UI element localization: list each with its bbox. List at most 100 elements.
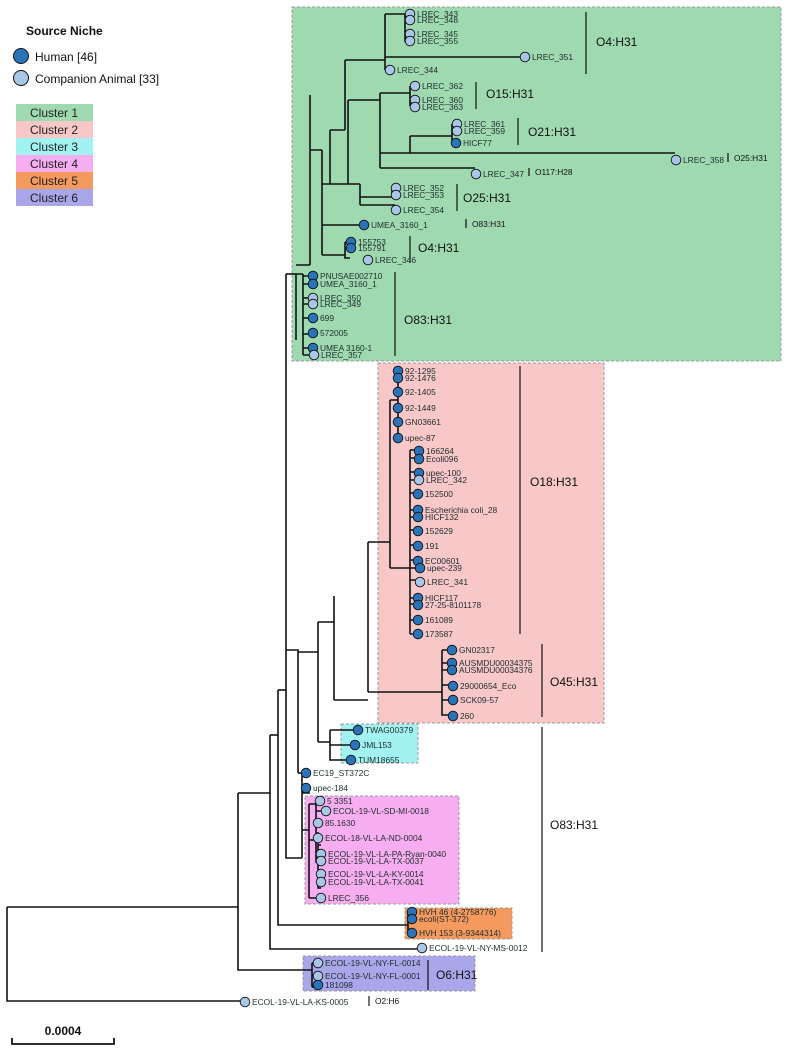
leaf-node-marker	[300, 782, 312, 794]
cluster-legend-swatch	[16, 121, 93, 138]
leaf-node-marker	[315, 855, 327, 867]
serotype-label: O83:H31	[404, 313, 452, 327]
serotype-label: O15:H31	[486, 87, 534, 101]
leaf-label: ECOL-19-VL-NY-FL-0001	[325, 971, 421, 981]
leaf-label: HVH 46 (4-2758776)	[419, 907, 496, 917]
leaf-node-marker	[413, 474, 425, 486]
leaf-node-marker	[384, 64, 396, 76]
leaf-node-marker	[315, 892, 327, 904]
leaf-label: LREC_354	[403, 205, 444, 215]
serotype-label: O83:H31	[550, 818, 598, 832]
leaf-label: upec-87	[405, 433, 436, 443]
leaf-label: UMEA_3160_1	[371, 220, 428, 230]
leaf-label: UMEA_3160_1	[320, 279, 377, 289]
leaf-node-marker	[416, 942, 428, 954]
leaf-label: 161089	[425, 615, 453, 625]
leaf-node-marker	[670, 154, 682, 166]
leaf-label: EC19_ST372C	[313, 768, 369, 778]
leaf-node-marker	[352, 724, 364, 736]
leaf-label: ECOL-19-VL-LA-TX-0041	[328, 877, 424, 887]
leaf-node-marker	[312, 979, 324, 991]
leaf-node-marker	[300, 767, 312, 779]
leaf-node-marker	[307, 327, 319, 339]
cluster-4-box	[304, 795, 460, 905]
leaf-label: LREC_350	[320, 293, 361, 303]
leaf-node-marker	[392, 402, 404, 414]
leaf-label: 152629	[425, 526, 453, 536]
leaf-label: 155753	[358, 237, 386, 247]
serotype-labels: O4:H31 O15:H31 O21:H31 O117:H28 O25:H31 …	[375, 35, 768, 1006]
leaf-label: ECOL-19-VL-SD-MI-0018	[333, 806, 429, 816]
leaf-label: LREC_349	[320, 299, 361, 309]
leaf-label: LREC_362	[422, 81, 463, 91]
leaf-label: ECOL-19-VL-LA-TX-0037	[328, 856, 424, 866]
leaf-node-marker	[392, 386, 404, 398]
leaf-node-marker	[320, 805, 332, 817]
leaf-node-marker	[412, 628, 424, 640]
leaf-label: Escherichia coli_28	[425, 505, 497, 515]
leaf-label: ECOL-18-VL-LA-ND-0004	[325, 833, 423, 843]
leaf-node-marker	[470, 168, 482, 180]
leaf-node-marker	[447, 710, 459, 722]
leaf-label: GN03661	[405, 417, 441, 427]
serotype-label: O18:H31	[530, 475, 578, 489]
leaf-label: 181098	[325, 980, 353, 990]
cluster-legend-swatch	[16, 189, 93, 206]
cluster-5-box	[404, 907, 513, 940]
leaf-label: LREC_356	[328, 893, 369, 903]
leaf-label: 191	[425, 541, 439, 551]
leaf-label: LREC_363	[422, 102, 463, 112]
leaf-node-marker	[392, 372, 404, 384]
leaf-label: JML153	[362, 740, 392, 750]
serotype-bars	[368, 12, 729, 1006]
serotype-label: O2:H6	[375, 996, 400, 1006]
serotype-label: O4:H31	[596, 35, 638, 49]
legend: Source Niche Human [46] Companion Animal…	[13, 24, 159, 206]
serotype-label: O6:H31	[436, 968, 478, 982]
leaf-label: LREC_357	[321, 350, 362, 360]
cluster-legend-label: Cluster 1	[30, 106, 78, 120]
leaf-label: ECOL-19-VL-LA-KS-0005	[252, 997, 349, 1007]
leaf-node-marker	[409, 101, 421, 113]
leaf-node-marker	[412, 540, 424, 552]
cluster-legend-swatch	[16, 138, 93, 155]
legend-companion-label: Companion Animal [33]	[35, 72, 159, 86]
cluster-legend-label: Cluster 5	[30, 174, 78, 188]
serotype-label: O25:H31	[463, 191, 511, 205]
leaf-nodes: LREC_343LREC_348LREC_345LREC_355LREC_351…	[239, 8, 724, 1008]
leaf-label: HICF77	[463, 138, 492, 148]
cluster-legend-label: Cluster 4	[30, 157, 78, 171]
legend-title: Source Niche	[26, 24, 103, 38]
leaf-label: LREC_346	[375, 255, 416, 265]
leaf-label: ecoli(ST-372)	[419, 914, 469, 924]
leaf-label: 5 3351	[327, 796, 353, 806]
leaf-label: HICF132	[425, 512, 459, 522]
leaf-node-marker	[345, 242, 357, 254]
leaf-node-marker	[404, 35, 416, 47]
leaf-label: LREC_355	[417, 36, 458, 46]
leaf-node-marker	[413, 453, 425, 465]
leaf-label: LREC_342	[426, 475, 467, 485]
leaf-node-marker	[447, 680, 459, 692]
leaf-label: LREC_352	[403, 183, 444, 193]
cluster-legend-label: Cluster 6	[30, 191, 78, 205]
leaf-label: 260	[460, 711, 474, 721]
leaf-label: 699	[320, 313, 334, 323]
scale-bar-label: 0.0004	[45, 1024, 82, 1038]
leaf-label: GN02317	[459, 645, 495, 655]
leaf-label: LREC_344	[397, 65, 438, 75]
leaf-label: ECOL-19-VL-NY-MS-0012	[429, 943, 528, 953]
leaf-node-marker	[446, 664, 458, 676]
cluster-legend-label: Cluster 2	[30, 123, 78, 137]
leaf-label: LREC_348	[417, 15, 458, 25]
leaf-node-marker	[392, 432, 404, 444]
leaf-label: SCK09-57	[460, 695, 499, 705]
leaf-node-marker	[312, 817, 324, 829]
leaf-label: AUSMDU00034375	[459, 658, 533, 668]
tree-branches	[6, 13, 675, 1002]
leaf-label: upec-184	[313, 783, 348, 793]
leaf-node-marker	[315, 876, 327, 888]
leaf-label: ECOL-19-VL-NY-FL-0014	[325, 958, 421, 968]
leaf-label: TUM18655	[358, 755, 400, 765]
